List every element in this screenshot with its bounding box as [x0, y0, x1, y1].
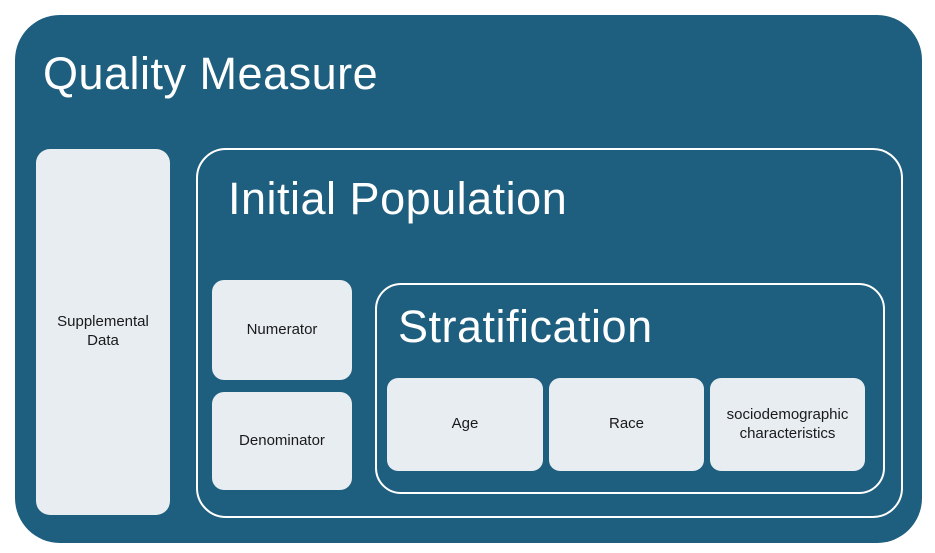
stratification-title: Stratification — [398, 301, 653, 352]
stratification-container: Stratification Age Race sociodemographic… — [375, 283, 885, 494]
numerator-box: Numerator — [212, 280, 352, 380]
race-box: Race — [549, 378, 704, 471]
initial-population-container: Initial Population Numerator Denominator… — [196, 148, 903, 518]
age-box: Age — [387, 378, 543, 471]
supplemental-data-box: Supplemental Data — [36, 149, 170, 515]
sociodemographic-label: sociodemographic characteristics — [726, 405, 849, 442]
supplemental-data-label: Supplemental Data — [57, 313, 149, 349]
quality-measure-container: Quality Measure Supplemental Data Initia… — [15, 15, 922, 543]
denominator-box: Denominator — [212, 392, 352, 490]
numerator-label: Numerator — [246, 320, 318, 338]
initial-population-title: Initial Population — [228, 173, 568, 224]
denominator-label: Denominator — [239, 431, 325, 449]
age-label: Age — [451, 415, 479, 433]
sociodemographic-box: sociodemographic characteristics — [710, 378, 865, 471]
quality-measure-title: Quality Measure — [43, 48, 379, 99]
race-label: Race — [608, 415, 645, 433]
